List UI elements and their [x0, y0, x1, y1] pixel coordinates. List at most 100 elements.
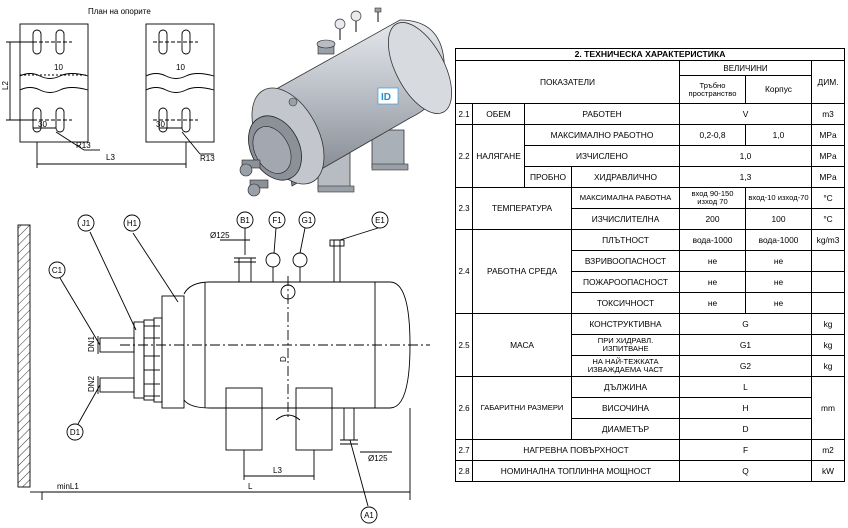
dim-dn1: DN1 — [87, 335, 96, 352]
dim-dn2: DN2 — [87, 375, 96, 392]
spec-table-container: 2. ТЕХНИЧЕСКА ХАРАКТЕРИСТИКА ПОКАЗАТЕЛИ … — [454, 48, 846, 482]
table-row: 2.7 НАГРЕВНА ПОВЪРХНОСТ F m2 — [455, 439, 846, 461]
callout-a1: A1 — [364, 511, 374, 520]
row-name: ПЛЪТНОСТ — [571, 229, 680, 251]
table-row: ВЗРИВООПАСНОСТ не не — [456, 250, 846, 272]
row-number: 2.5 — [455, 313, 473, 377]
callout-c1: C1 — [52, 266, 63, 275]
row-number: 2.3 — [455, 187, 473, 230]
row-unit: kg — [810, 334, 846, 356]
row-unit: kg — [810, 313, 846, 335]
row-name: ХИДРАВЛИЧНО — [571, 166, 680, 188]
dim-phi125-top: Ø125 — [210, 231, 230, 240]
row-value: G1 — [679, 334, 812, 356]
dim-10-right: 10 — [176, 63, 185, 72]
row-name: КОНСТРУКТИВНА — [571, 313, 680, 335]
row-value-tube: не — [679, 250, 746, 272]
table-row: 2.4 РАБОТНА СРЕДА ПЛЪТНОСТ вода-1000 вод… — [455, 229, 846, 314]
row-unit: kg/m3 — [810, 229, 846, 251]
row-unit: m2 — [810, 439, 846, 461]
header-values: ВЕЛИЧИНИ — [679, 60, 812, 76]
row-number: 2.8 — [455, 460, 473, 482]
header-indicators: ПОКАЗАТЕЛИ — [455, 60, 680, 104]
row-name: ПОЖАРООПАСНОСТ — [571, 271, 680, 293]
row-name: ИЗЧИСЛИТЕЛНА — [571, 208, 680, 230]
row-value-tube: не — [679, 292, 746, 314]
row-name: ВИСОЧИНА — [571, 397, 680, 419]
dim-d: D — [279, 356, 288, 362]
plan-title: План на опорите — [88, 7, 151, 16]
table-row: ПРИ ХИДРАВЛ. ИЗПИТВАНЕ G1 kg — [456, 334, 846, 356]
dim-10-left: 10 — [54, 63, 63, 72]
dim-l3-elevation: L3 — [273, 466, 282, 475]
row-unit — [810, 250, 846, 272]
row-name: ИЗЧИСЛЕНО — [524, 145, 680, 167]
row-unit: MPa — [810, 166, 846, 188]
row-name: МАКСИМАЛНА РАБОТНА — [571, 187, 680, 209]
side-elevation — [17, 224, 430, 507]
row-value-tube: 0,2-0,8 — [679, 124, 746, 146]
row-unit: kg — [810, 355, 846, 377]
dim-r13-right: R13 — [200, 154, 215, 163]
callout-f1: F1 — [272, 216, 282, 225]
row-unit: kW — [810, 460, 846, 482]
dim-l3-plan: L3 — [106, 153, 115, 162]
row-value-shell: 100 — [745, 208, 812, 230]
row-value: 1,3 — [679, 166, 812, 188]
row-name: ДЪЛЖИНА — [571, 376, 680, 398]
vessel-3d-render: ID — [239, 7, 453, 197]
row-value-shell: вход-10 изход-70 — [745, 187, 812, 209]
table-row: 2.6 ГАБАРИТНИ РАЗМЕРИ ДЪЛЖИНА L mm — [455, 376, 846, 440]
row-group: МАСА — [472, 313, 572, 377]
row-group: РАБОТНА СРЕДА — [472, 229, 572, 314]
row-unit — [810, 292, 846, 314]
table-row: 2.2 НАЛЯГАНЕ МАКСИМАЛНО РАБОТНО 0,2-0,8 … — [455, 124, 846, 188]
row-number: 2.4 — [455, 229, 473, 314]
row-value-tube: вход 90-150 изход 70 — [679, 187, 746, 209]
table-row: 2.1 ОБЕМ РАБОТЕН V m3 — [455, 103, 846, 125]
elevation-dimension-labels: Ø125 Ø125 D DN1 DN2 L3 L minL1 — [57, 231, 388, 491]
support-plan-view: План на опорите — [6, 7, 215, 168]
row-value-tube: не — [679, 271, 746, 293]
row-name: РАБОТЕН — [524, 103, 680, 125]
row-unit: mm — [810, 376, 846, 440]
row-value: F — [679, 439, 812, 461]
callout-d1: D1 — [70, 428, 81, 437]
row-name: ВЗРИВООПАСНОСТ — [571, 250, 680, 272]
row-name: НА НАЙ-ТЕЖКАТА ИЗВАЖДАЕМА ЧАСТ — [571, 355, 680, 377]
row-name: МАКСИМАЛНО РАБОТНО — [524, 124, 680, 146]
callout-h1: H1 — [127, 219, 138, 228]
plan-dimension-labels: 10 10 L2 30 30 R13 R13 L3 — [1, 63, 215, 163]
row-value: D — [679, 418, 812, 440]
technical-characteristics-table: 2. ТЕХНИЧЕСКА ХАРАКТЕРИСТИКА ПОКАЗАТЕЛИ … — [454, 48, 846, 482]
row-value: 1,0 — [679, 145, 812, 167]
row-unit: °C — [810, 187, 846, 209]
callout-g1: G1 — [302, 216, 313, 225]
row-group: НАЛЯГАНЕ — [472, 124, 525, 188]
row-value: L — [679, 376, 812, 398]
row-value-shell: 1,0 — [745, 124, 812, 146]
dim-l: L — [248, 482, 253, 491]
dim-phi125-bottom: Ø125 — [368, 454, 388, 463]
table-row: ИЗЧИСЛИТЕЛНА 200 100 °C — [456, 208, 846, 230]
logo-icon: ID — [381, 92, 391, 103]
row-value-shell: вода-1000 — [745, 229, 812, 251]
dim-minl1: minL1 — [57, 482, 79, 491]
row-value-shell: не — [745, 250, 812, 272]
dim-30-left: 30 — [38, 120, 47, 129]
row-group: ТЕМПЕРАТУРА — [472, 187, 572, 230]
dim-30-right: 30 — [156, 120, 165, 129]
row-number: 2.7 — [455, 439, 473, 461]
row-value: G2 — [679, 355, 812, 377]
row-value-tube: вода-1000 — [679, 229, 746, 251]
callout-b1: B1 — [240, 216, 250, 225]
callout-j1: J1 — [82, 219, 91, 228]
dim-r13-left: R13 — [76, 141, 91, 150]
technical-drawing: План на опорите — [1, 7, 453, 524]
row-number: 2.2 — [455, 124, 473, 188]
row-name: НОМИНАЛНА ТОПЛИННА МОЩНОСТ — [472, 460, 680, 482]
row-group: ОБЕМ — [472, 103, 525, 125]
table-row: 2.5 МАСА КОНСТРУКТИВНА G kg — [455, 313, 846, 377]
row-group: ГАБАРИТНИ РАЗМЕРИ — [472, 376, 572, 440]
row-name: ТОКСИЧНОСТ — [571, 292, 680, 314]
